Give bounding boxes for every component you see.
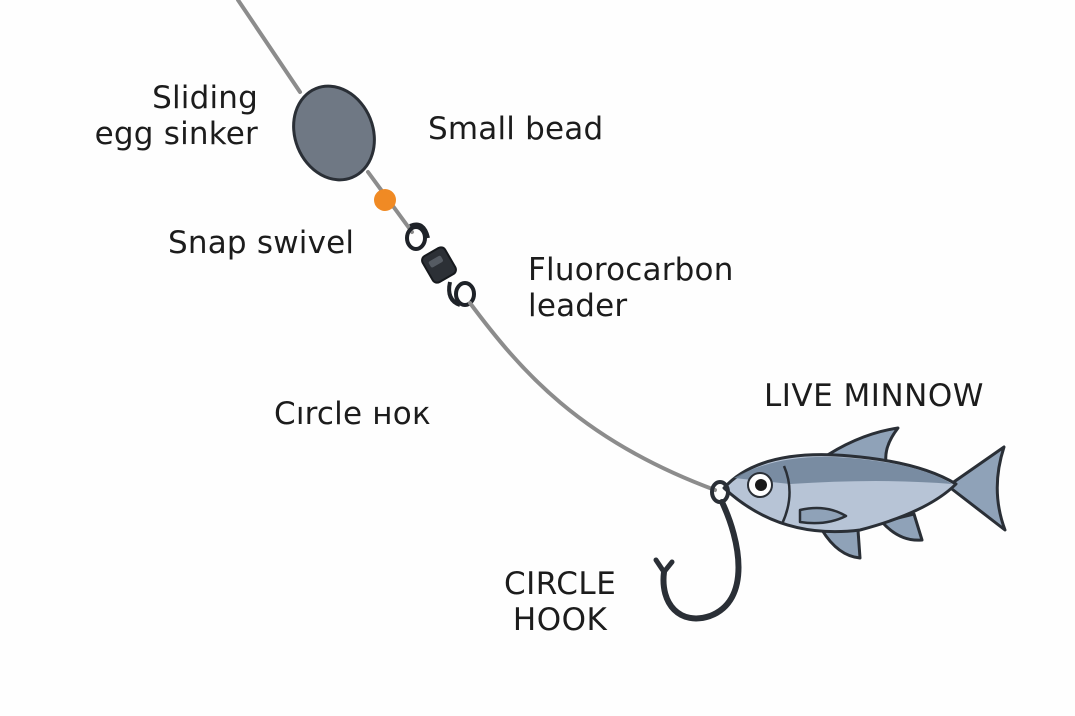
circle-hook-label-caps: CIRCLE HOOK [504, 566, 617, 638]
circle-hook-label-lower: Cırcle нoк [274, 396, 431, 432]
egg-sinker-icon [292, 84, 376, 182]
circle-hook-icon [653, 480, 742, 622]
sinker-label: Sliding egg sinker [94, 80, 258, 152]
bead-label: Small bead [428, 111, 604, 147]
leader-label: Fluorocarbon leader [528, 252, 734, 324]
minnow-icon [722, 426, 1007, 560]
minnow-label: LIVE MINNOW [764, 378, 984, 414]
snap-swivel-icon [405, 222, 476, 307]
swivel-label: Snap swivel [168, 225, 355, 261]
fluorocarbon-leader-line [468, 301, 717, 492]
main-line [236, 0, 302, 94]
bead-icon [374, 189, 396, 211]
